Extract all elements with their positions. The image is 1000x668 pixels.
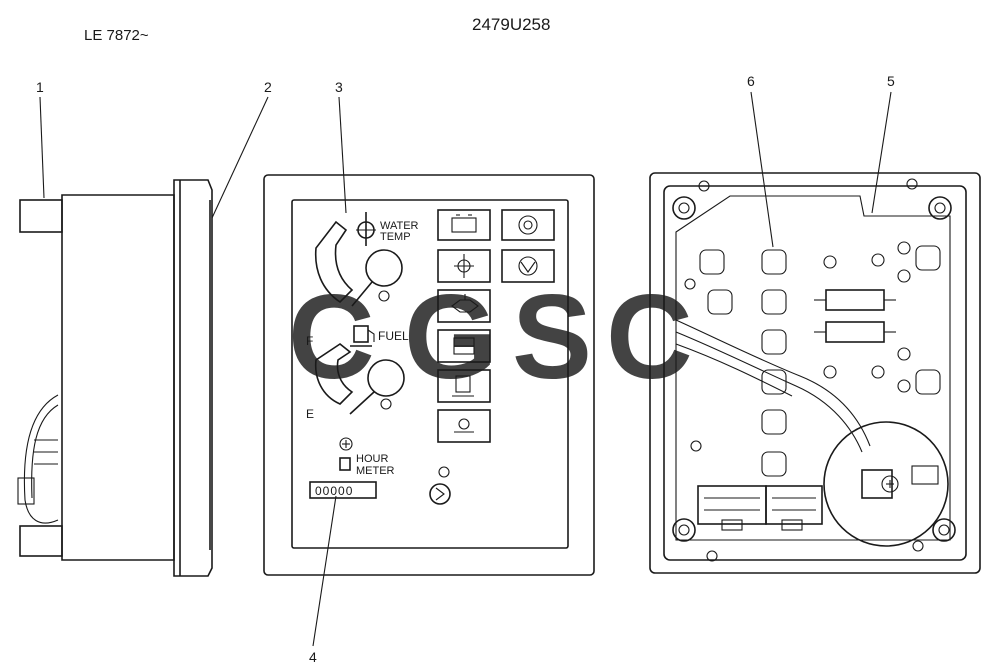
hour-meter-housing <box>823 421 949 547</box>
fuel-gauge-arc <box>314 343 354 405</box>
side-view <box>17 179 213 577</box>
part-code-label: 2479U258 <box>472 15 550 34</box>
fuel-pump-icon <box>350 325 375 347</box>
fuel-empty-mark: E <box>306 407 314 421</box>
engine-temp-icon <box>454 418 474 433</box>
hour-meter-label-line1: HOUR <box>356 453 388 465</box>
callout-4: 4 <box>309 649 317 665</box>
callout-1: 1 <box>36 79 44 95</box>
water-temp-label-line2: TEMP <box>380 231 411 243</box>
watermark: C G S C <box>288 270 693 404</box>
hydraulic-icon <box>518 256 538 276</box>
water-temp-label-line1: WATER <box>380 220 419 232</box>
brake-icon <box>518 215 538 235</box>
water-temp-gauge-dial <box>365 249 403 287</box>
leader-lines <box>39 91 892 647</box>
air-filter-icon <box>453 337 475 355</box>
front-panel: WATER TEMP FUEL F E HOUR METER 00000 <box>263 174 595 576</box>
serial-number-label: LE 7872~ <box>84 27 149 44</box>
lamp-sockets <box>699 245 941 477</box>
hour-meter-digits: 00000 <box>315 484 353 498</box>
hour-meter-screw <box>339 437 353 451</box>
callout-3: 3 <box>335 79 343 95</box>
connector-left <box>697 485 767 525</box>
callout-5: 5 <box>887 73 895 89</box>
hour-meter-window <box>309 481 377 499</box>
coolant-temp-icon <box>454 254 474 278</box>
watermark-letter-g: G <box>404 270 497 404</box>
hour-meter-label-line2: METER <box>356 465 395 477</box>
watermark-letter-c2: C <box>606 270 693 404</box>
hex-nuts <box>823 241 911 393</box>
watermark-letter-c1: C <box>288 270 375 404</box>
callout-2: 2 <box>264 79 272 95</box>
callout-6: 6 <box>747 73 755 89</box>
glow-plug-icon <box>429 483 451 505</box>
fuel-gauge-dial <box>367 359 405 397</box>
connector-right <box>765 485 823 525</box>
fuel-label: FUEL <box>378 329 409 343</box>
water-temp-icon <box>356 212 376 246</box>
watermark-letter-s: S <box>512 270 592 404</box>
oil-pressure-icon <box>451 294 479 313</box>
resistor-1 <box>825 289 885 311</box>
hourglass-icon <box>339 457 351 471</box>
battery-icon <box>451 214 477 233</box>
water-temp-gauge-arc <box>314 220 354 304</box>
resistor-2 <box>825 321 885 343</box>
fuel-full-mark: F <box>306 334 313 348</box>
rear-view <box>649 172 981 574</box>
fuel-icon <box>452 375 474 397</box>
